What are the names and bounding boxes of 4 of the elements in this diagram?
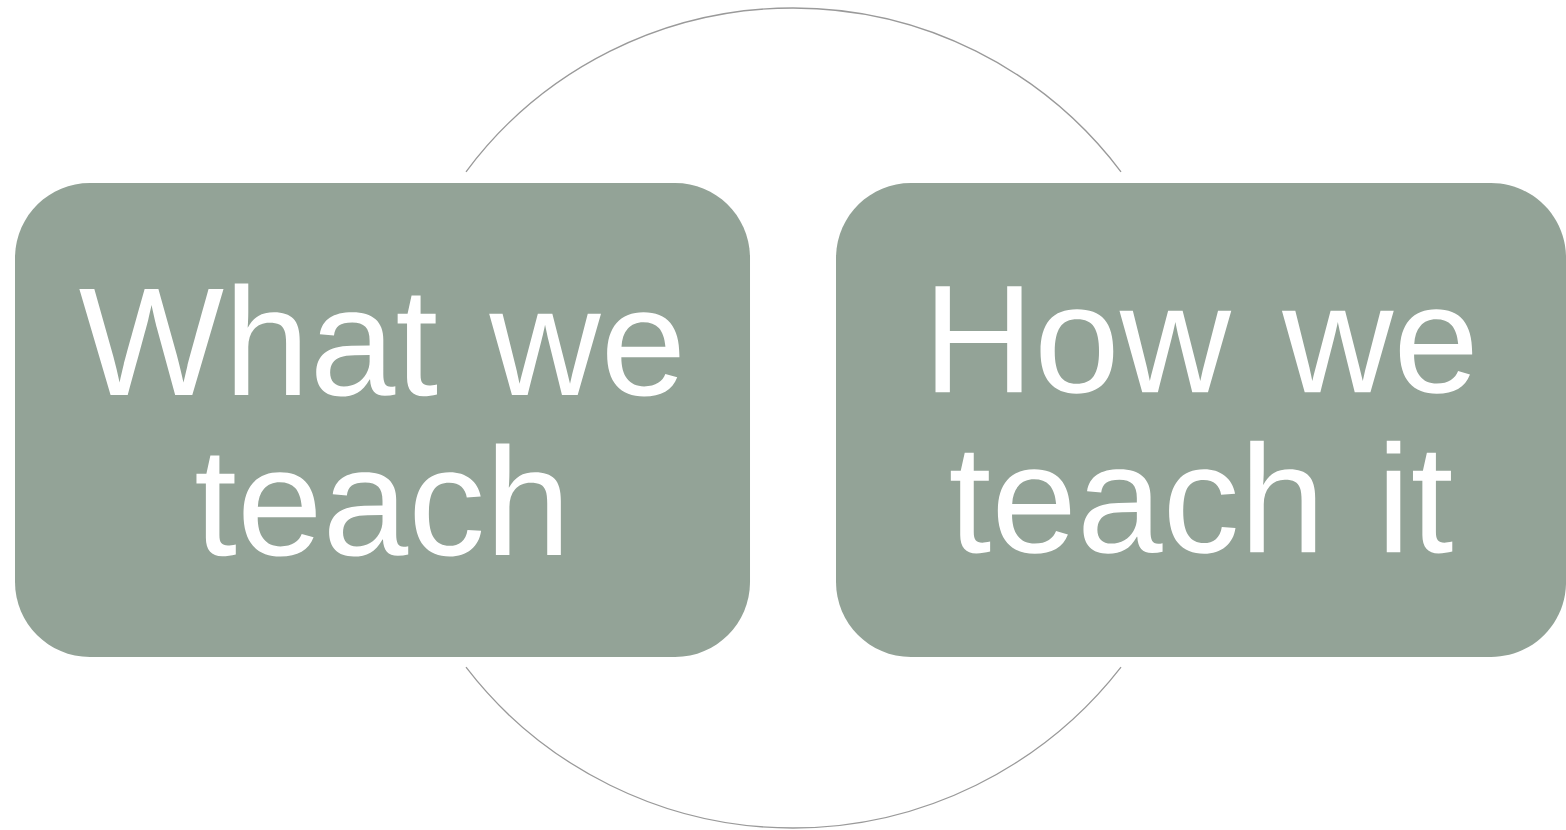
rounded-box: What we teach [15,183,750,657]
rounded-box: How we teach it [836,183,1566,657]
connector-arc [465,666,1122,829]
connector-arc [465,7,1122,173]
